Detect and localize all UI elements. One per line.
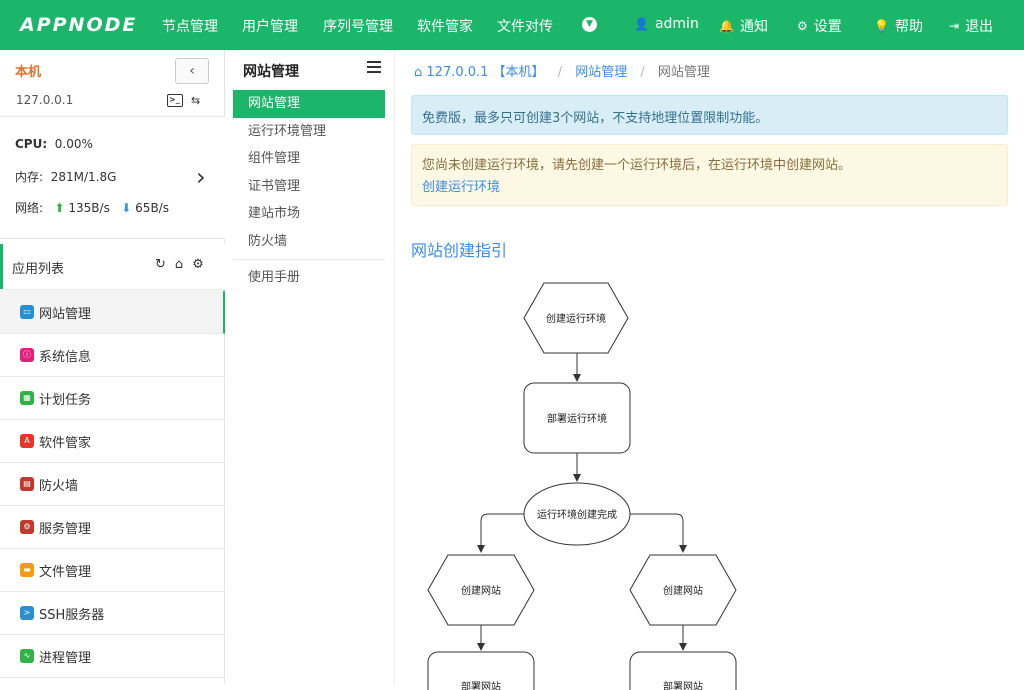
app-item-website[interactable]: ▭ 网站管理 (0, 291, 225, 334)
collapse-button[interactable]: ‹ (175, 58, 209, 84)
arrow-up-icon: ⬆ (54, 201, 65, 215)
host-stats[interactable]: CPU: 0.00% 内存: 281M/1.8G 网络: ⬆ 135B/s ⬇ … (0, 117, 225, 239)
apps-header: 应用列表 ↻⌂⚙ (0, 244, 225, 289)
ssh-icon: > (20, 606, 34, 620)
flow-label-step2: 部署运行环境 (547, 412, 607, 425)
app-item-files[interactable]: ▬ 文件管理 (0, 549, 225, 592)
app-item-sysinfo[interactable]: ⓘ 系统信息 (0, 334, 225, 377)
main-content: ⌂ 127.0.0.1 【本机】 / 网站管理 / 网站管理 免费版，最多只可创… (396, 50, 1024, 690)
flow-label-step1: 创建运行环境 (546, 312, 606, 325)
flow-node-create-site-left (427, 554, 535, 626)
calendar-icon: ▦ (20, 391, 34, 405)
net-stat: 网络: ⬆ 135B/s ⬇ 65B/s (15, 201, 169, 215)
app-store-icon: A (20, 434, 34, 448)
firewall-icon: ▤ (20, 477, 34, 491)
folder-icon: ▬ (20, 563, 34, 577)
nav-node-management[interactable]: 节点管理 (162, 19, 218, 35)
create-runtime-link[interactable]: 创建运行环境 (422, 180, 501, 195)
app-list: ▭ 网站管理 ⓘ 系统信息 ▦ 计划任务 A 软件管家 ▤ 防火墙 ⚙ 服务管理… (0, 291, 225, 678)
refresh-icon[interactable]: ↻ (155, 257, 175, 272)
cpu-stat: CPU: 0.00% (15, 137, 93, 151)
info-alert: 免费版，最多只可创建3个网站，不支持地理位置限制功能。 (411, 95, 1008, 135)
breadcrumb-separator: / (557, 65, 563, 80)
logout-button[interactable]: ⇥ 退出 (949, 16, 993, 36)
app-item-cron[interactable]: ▦ 计划任务 (0, 377, 225, 420)
nav-user-management[interactable]: 用户管理 (242, 19, 298, 35)
chevron-right-icon[interactable]: › (196, 163, 206, 191)
left-panel: 本机 127.0.0.1 ‹ >_ ⇆ CPU: 0.00% 内存: 281M/… (0, 50, 225, 684)
host-name: 本机 (15, 65, 42, 80)
app-item-ssh[interactable]: > SSH服务器 (0, 592, 225, 635)
subnav-item-manual[interactable]: 使用手册 (248, 270, 301, 285)
nav-file-transfer[interactable]: 文件对传 (497, 19, 553, 35)
subnav-item-website[interactable]: 网站管理 (233, 90, 385, 118)
nav-serial-management[interactable]: 序列号管理 (323, 19, 393, 35)
user-icon: 👤 (634, 17, 649, 31)
chevron-down-icon[interactable]: ▼ (582, 17, 597, 32)
home-icon[interactable]: ⌂ (174, 257, 193, 272)
top-navbar: APPNODE 节点管理 用户管理 序列号管理 软件管家 文件对传 ▼ 👤 ad… (0, 0, 1024, 50)
flow-label-left-next: 部署网站 (461, 680, 501, 690)
logout-label: 退出 (965, 19, 994, 35)
help-label: 帮助 (894, 19, 923, 35)
lightbulb-icon: 💡 (874, 19, 889, 33)
breadcrumb-host[interactable]: 127.0.0.1 【本机】 (426, 65, 545, 80)
flow-label-left: 创建网站 (461, 584, 501, 597)
divider (233, 259, 385, 260)
gear-icon[interactable]: ⚙ (192, 257, 213, 272)
flow-node-create-site-right (629, 554, 737, 626)
website-icon: ▭ (20, 305, 34, 319)
terminal-icon[interactable]: >_ (167, 94, 183, 107)
flow-label-right: 创建网站 (663, 584, 703, 597)
breadcrumb: ⌂ 127.0.0.1 【本机】 / 网站管理 / 网站管理 (414, 61, 710, 80)
breadcrumb-current: 网站管理 (657, 65, 710, 80)
app-item-process[interactable]: ∿ 进程管理 (0, 635, 225, 678)
breadcrumb-section[interactable]: 网站管理 (575, 65, 628, 80)
apps-toolbar: ↻⌂⚙ (155, 257, 213, 272)
mem-stat: 内存: 281M/1.8G (15, 170, 117, 184)
subnav-item-market[interactable]: 建站市场 (248, 206, 301, 221)
menu-icon[interactable] (367, 61, 381, 76)
switch-icon[interactable]: ⇆ (191, 94, 201, 107)
breadcrumb-separator: / (640, 65, 645, 80)
flowchart: 创建运行环境 部署运行环境 运行环境创建完成 创建网站 创建网站 部署网站 部署… (427, 282, 737, 690)
logout-icon: ⇥ (949, 19, 960, 33)
appnode-logo[interactable]: APPNODE (20, 14, 138, 36)
warning-alert: 您尚未创建运行环境，请先创建一个运行环境后，在运行环境中创建网站。 创建运行环境 (411, 144, 1008, 206)
flow-label-right-next: 部署网站 (663, 680, 703, 690)
gear-icon: ⚙ (797, 19, 808, 33)
home-icon[interactable]: ⌂ (414, 65, 423, 80)
nav-software-manager[interactable]: 软件管家 (417, 19, 473, 35)
host-ip: 127.0.0.1 (16, 93, 74, 107)
warning-text: 您尚未创建运行环境，请先创建一个运行环境后，在运行环境中创建网站。 (422, 158, 852, 173)
settings-button[interactable]: ⚙ 设置 (797, 16, 842, 36)
subnav-item-components[interactable]: 组件管理 (248, 151, 301, 166)
notify-button[interactable]: 🔔 通知 (719, 16, 768, 36)
app-item-software[interactable]: A 软件管家 (0, 420, 225, 463)
info-icon: ⓘ (20, 348, 34, 362)
app-item-firewall[interactable]: ▤ 防火墙 (0, 463, 225, 506)
guide-title: 网站创建指引 (411, 241, 508, 260)
subnav-item-certificates[interactable]: 证书管理 (248, 178, 301, 194)
arrow-down-icon: ⬇ (121, 201, 132, 215)
user-menu[interactable]: 👤 admin (634, 16, 699, 32)
subnav-item-runtime[interactable]: 运行环境管理 (248, 123, 327, 139)
sub-navigation: 网站管理 网站管理 运行环境管理 组件管理 证书管理 建站市场 防火墙 使用手册 (225, 50, 395, 684)
settings-label: 设置 (813, 19, 842, 35)
flow-node-create-runtime (523, 282, 629, 354)
subnav-item-firewall[interactable]: 防火墙 (248, 233, 288, 249)
help-button[interactable]: 💡 帮助 (874, 16, 923, 36)
user-name: admin (654, 16, 699, 32)
services-icon: ⚙ (20, 520, 34, 534)
pulse-icon: ∿ (20, 649, 34, 663)
notify-label: 通知 (739, 19, 768, 35)
bell-icon: 🔔 (719, 19, 734, 33)
subnav-title: 网站管理 (243, 64, 299, 80)
flow-label-step3: 运行环境创建完成 (537, 508, 617, 521)
host-info: 本机 127.0.0.1 ‹ >_ ⇆ (0, 50, 225, 117)
apps-title: 应用列表 (12, 262, 65, 277)
subnav-items: 网站管理 运行环境管理 组件管理 证书管理 建站市场 防火墙 使用手册 (233, 90, 385, 292)
app-item-services[interactable]: ⚙ 服务管理 (0, 506, 225, 549)
